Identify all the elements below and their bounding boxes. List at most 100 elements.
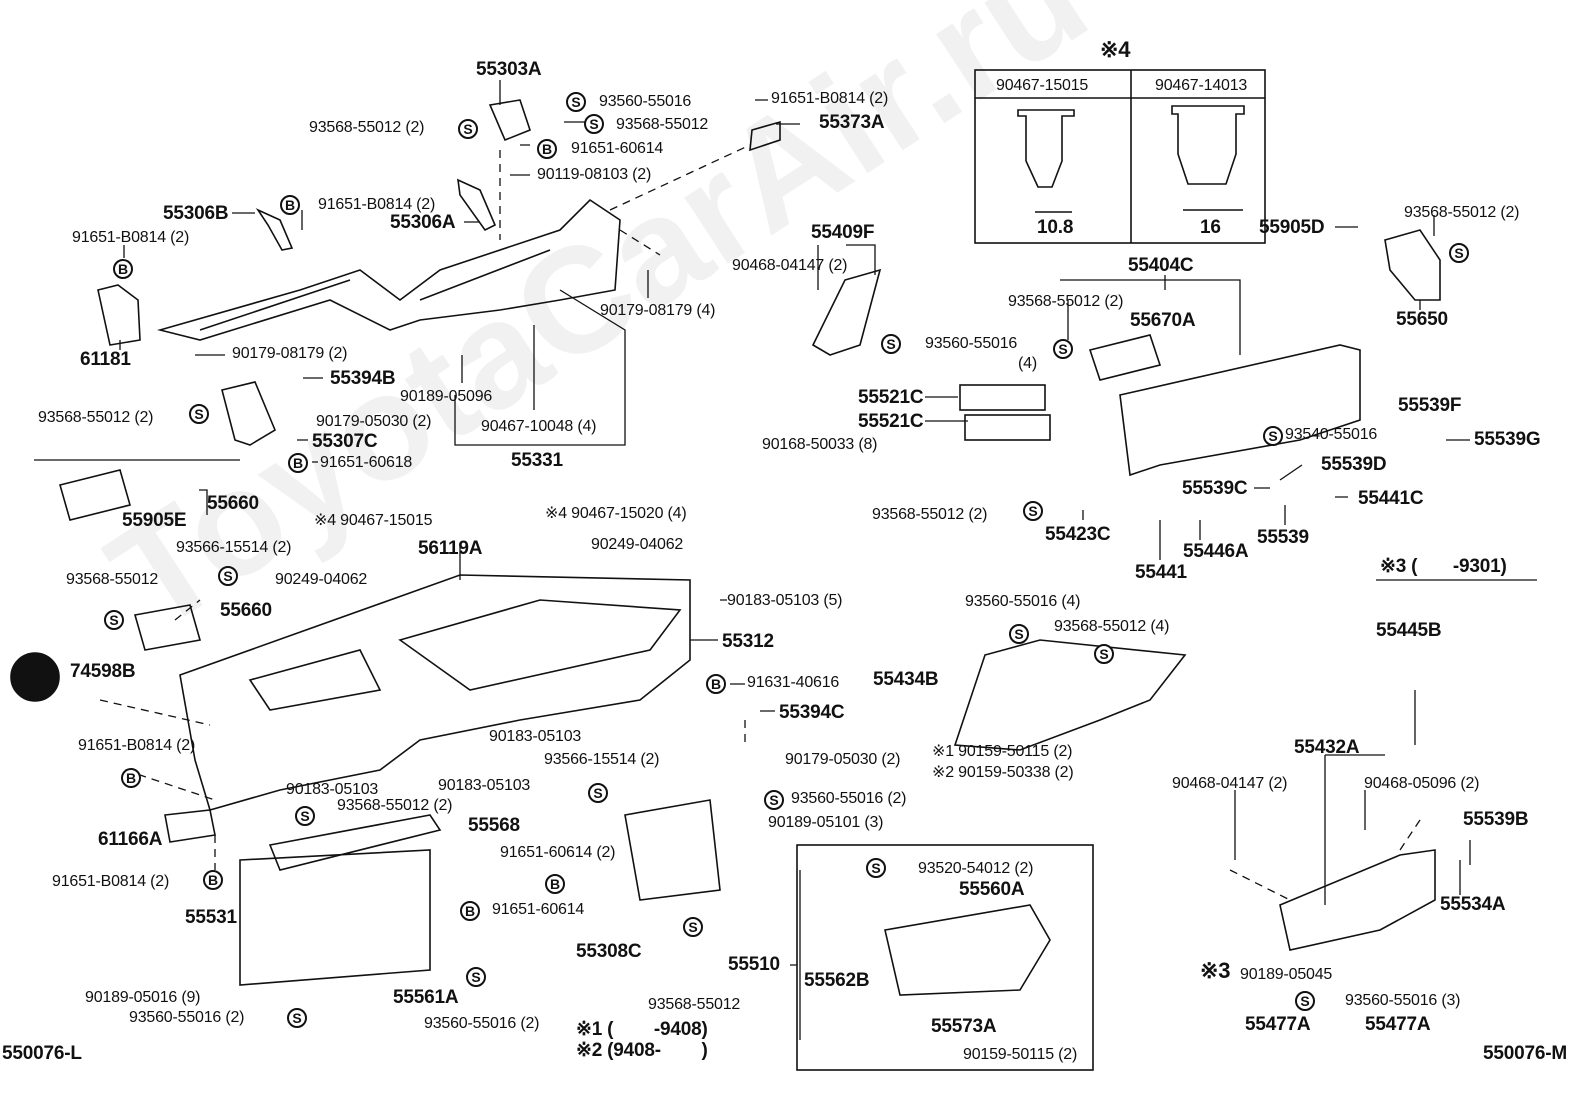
part-label: 55306B bbox=[163, 203, 229, 224]
screw-symbol-icon: S bbox=[683, 917, 703, 937]
part-label: 55477A bbox=[1245, 1014, 1311, 1035]
part-label: 16 bbox=[1200, 217, 1221, 238]
part-label: 55394B bbox=[330, 368, 396, 389]
part-label: 93540-55016 bbox=[1285, 426, 1378, 443]
part-label: 90189-05045 bbox=[1240, 966, 1333, 983]
part-label: 55539D bbox=[1321, 454, 1387, 475]
part-label: ※3 ( -9301) bbox=[1380, 556, 1507, 577]
bolt-symbol-icon: B bbox=[537, 139, 557, 159]
screw-symbol-icon: S bbox=[189, 404, 209, 424]
part-label: 61166A bbox=[98, 829, 163, 850]
bolt-symbol-icon: B bbox=[280, 195, 300, 215]
part-label: 55660 bbox=[207, 493, 259, 514]
bolt-symbol-icon: B bbox=[121, 768, 141, 788]
part-label: 550076-M bbox=[1483, 1043, 1567, 1064]
glovebox-55510 bbox=[884, 904, 1051, 996]
part-label: 55303A bbox=[476, 59, 542, 80]
part-label: 55670A bbox=[1130, 310, 1196, 331]
bracket-55373a bbox=[749, 120, 781, 152]
part-label: 93520-54012 (2) bbox=[918, 860, 1034, 877]
bolt-symbol-icon: B bbox=[706, 674, 726, 694]
part-label: 93566-15514 (2) bbox=[544, 751, 660, 768]
part-label: 55307C bbox=[312, 431, 378, 452]
part-label: 10.8 bbox=[1037, 217, 1074, 238]
part-label: 55562B bbox=[804, 970, 870, 991]
part-label: 91651-60618 bbox=[320, 454, 413, 471]
part-label: 90468-05096 (2) bbox=[1364, 775, 1480, 792]
bolt-symbol-icon: B bbox=[288, 453, 308, 473]
part-label: 93566-15514 (2) bbox=[176, 539, 292, 556]
screw-symbol-icon: S bbox=[881, 334, 901, 354]
part-label: 93560-55016 (2) bbox=[129, 1009, 245, 1026]
clip-14013-shape bbox=[1171, 105, 1245, 185]
part-label: 90119-08103 (2) bbox=[537, 166, 652, 183]
part-label: 55446A bbox=[1183, 541, 1249, 562]
switch-55521c-1 bbox=[959, 384, 1046, 411]
part-label: 91651-B0814 (2) bbox=[52, 873, 170, 890]
clip-table bbox=[974, 69, 1266, 244]
screw-symbol-icon: S bbox=[1295, 991, 1315, 1011]
bracket-55307c bbox=[221, 381, 277, 446]
vent-55670a bbox=[1088, 334, 1162, 381]
screw-symbol-icon: S bbox=[584, 114, 604, 134]
part-label: 55568 bbox=[468, 815, 520, 836]
part-label: 55331 bbox=[511, 450, 563, 471]
part-label: 93568-55012 (2) bbox=[38, 409, 154, 426]
screw-symbol-icon: S bbox=[458, 119, 478, 139]
part-label: 55905E bbox=[122, 510, 187, 531]
part-label: 93560-55016 (2) bbox=[791, 790, 907, 807]
part-label: 55521C bbox=[858, 411, 924, 432]
part-label: 55423C bbox=[1045, 524, 1111, 545]
part-label: 93568-55012 (2) bbox=[1404, 204, 1520, 221]
part-label: 55539C bbox=[1182, 478, 1248, 499]
part-label: 55660 bbox=[220, 600, 272, 621]
part-label: 91651-B0814 (2) bbox=[72, 229, 190, 246]
part-label: 93568-55012 (2) bbox=[1008, 293, 1124, 310]
screw-symbol-icon: S bbox=[104, 610, 124, 630]
airbag-label-74598b bbox=[10, 652, 60, 702]
lower-panel-55432a bbox=[1279, 849, 1436, 951]
panel-55568 bbox=[268, 814, 442, 871]
part-label: 61181 bbox=[80, 349, 131, 370]
part-label: 90189-05101 (3) bbox=[768, 814, 884, 831]
part-label: 90249-04062 bbox=[275, 571, 368, 588]
part-label: 90179-08179 (4) bbox=[600, 302, 716, 319]
part-label: 90179-05030 (2) bbox=[316, 413, 432, 430]
part-label: ※1 90159-50115 (2) bbox=[932, 743, 1073, 760]
screw-symbol-icon: S bbox=[295, 806, 315, 826]
part-label: 93568-55012 (4) bbox=[1054, 618, 1170, 635]
part-label: 93560-55016 (4) bbox=[965, 593, 1081, 610]
part-label: 55308C bbox=[576, 941, 642, 962]
part-label: 90179-08179 (2) bbox=[232, 345, 348, 362]
part-label: 90468-04147 (2) bbox=[1172, 775, 1288, 792]
glovebox-door-55434b bbox=[953, 639, 1187, 751]
part-label: 55531 bbox=[185, 907, 237, 928]
center-cluster-55404c bbox=[1119, 344, 1361, 477]
screw-symbol-icon: S bbox=[1023, 501, 1043, 521]
part-label: 55539G bbox=[1474, 429, 1541, 450]
part-label: 90183-05103 bbox=[438, 777, 531, 794]
part-label: 55905D bbox=[1259, 217, 1325, 238]
part-label: 93560-55016 (3) bbox=[1345, 992, 1461, 1009]
part-label: 90179-05030 (2) bbox=[785, 751, 901, 768]
part-label: 93568-55012 bbox=[66, 571, 159, 588]
bracket-55308c bbox=[624, 799, 721, 901]
part-label: 55539B bbox=[1463, 809, 1529, 830]
screw-symbol-icon: S bbox=[287, 1008, 307, 1028]
part-label: 56119A bbox=[418, 538, 483, 559]
vent-55650 bbox=[1384, 229, 1441, 301]
part-label: 90467-15015 bbox=[996, 77, 1089, 94]
dashboard-55312 bbox=[179, 574, 691, 811]
bracket-61166a bbox=[164, 809, 216, 843]
bracket-55306a bbox=[457, 178, 497, 232]
part-label: 55434B bbox=[873, 669, 939, 690]
part-label: 55539 bbox=[1257, 527, 1309, 548]
part-label: 90183-05103 bbox=[286, 781, 379, 798]
part-label: 93568-55012 bbox=[616, 116, 709, 133]
part-label: 55441 bbox=[1135, 562, 1187, 583]
part-label: 55394C bbox=[779, 702, 845, 723]
part-label: 55510 bbox=[728, 954, 780, 975]
part-label: 55539F bbox=[1398, 395, 1462, 416]
part-label: 93568-55012 bbox=[648, 996, 741, 1013]
switch-55521c-2 bbox=[964, 414, 1051, 441]
